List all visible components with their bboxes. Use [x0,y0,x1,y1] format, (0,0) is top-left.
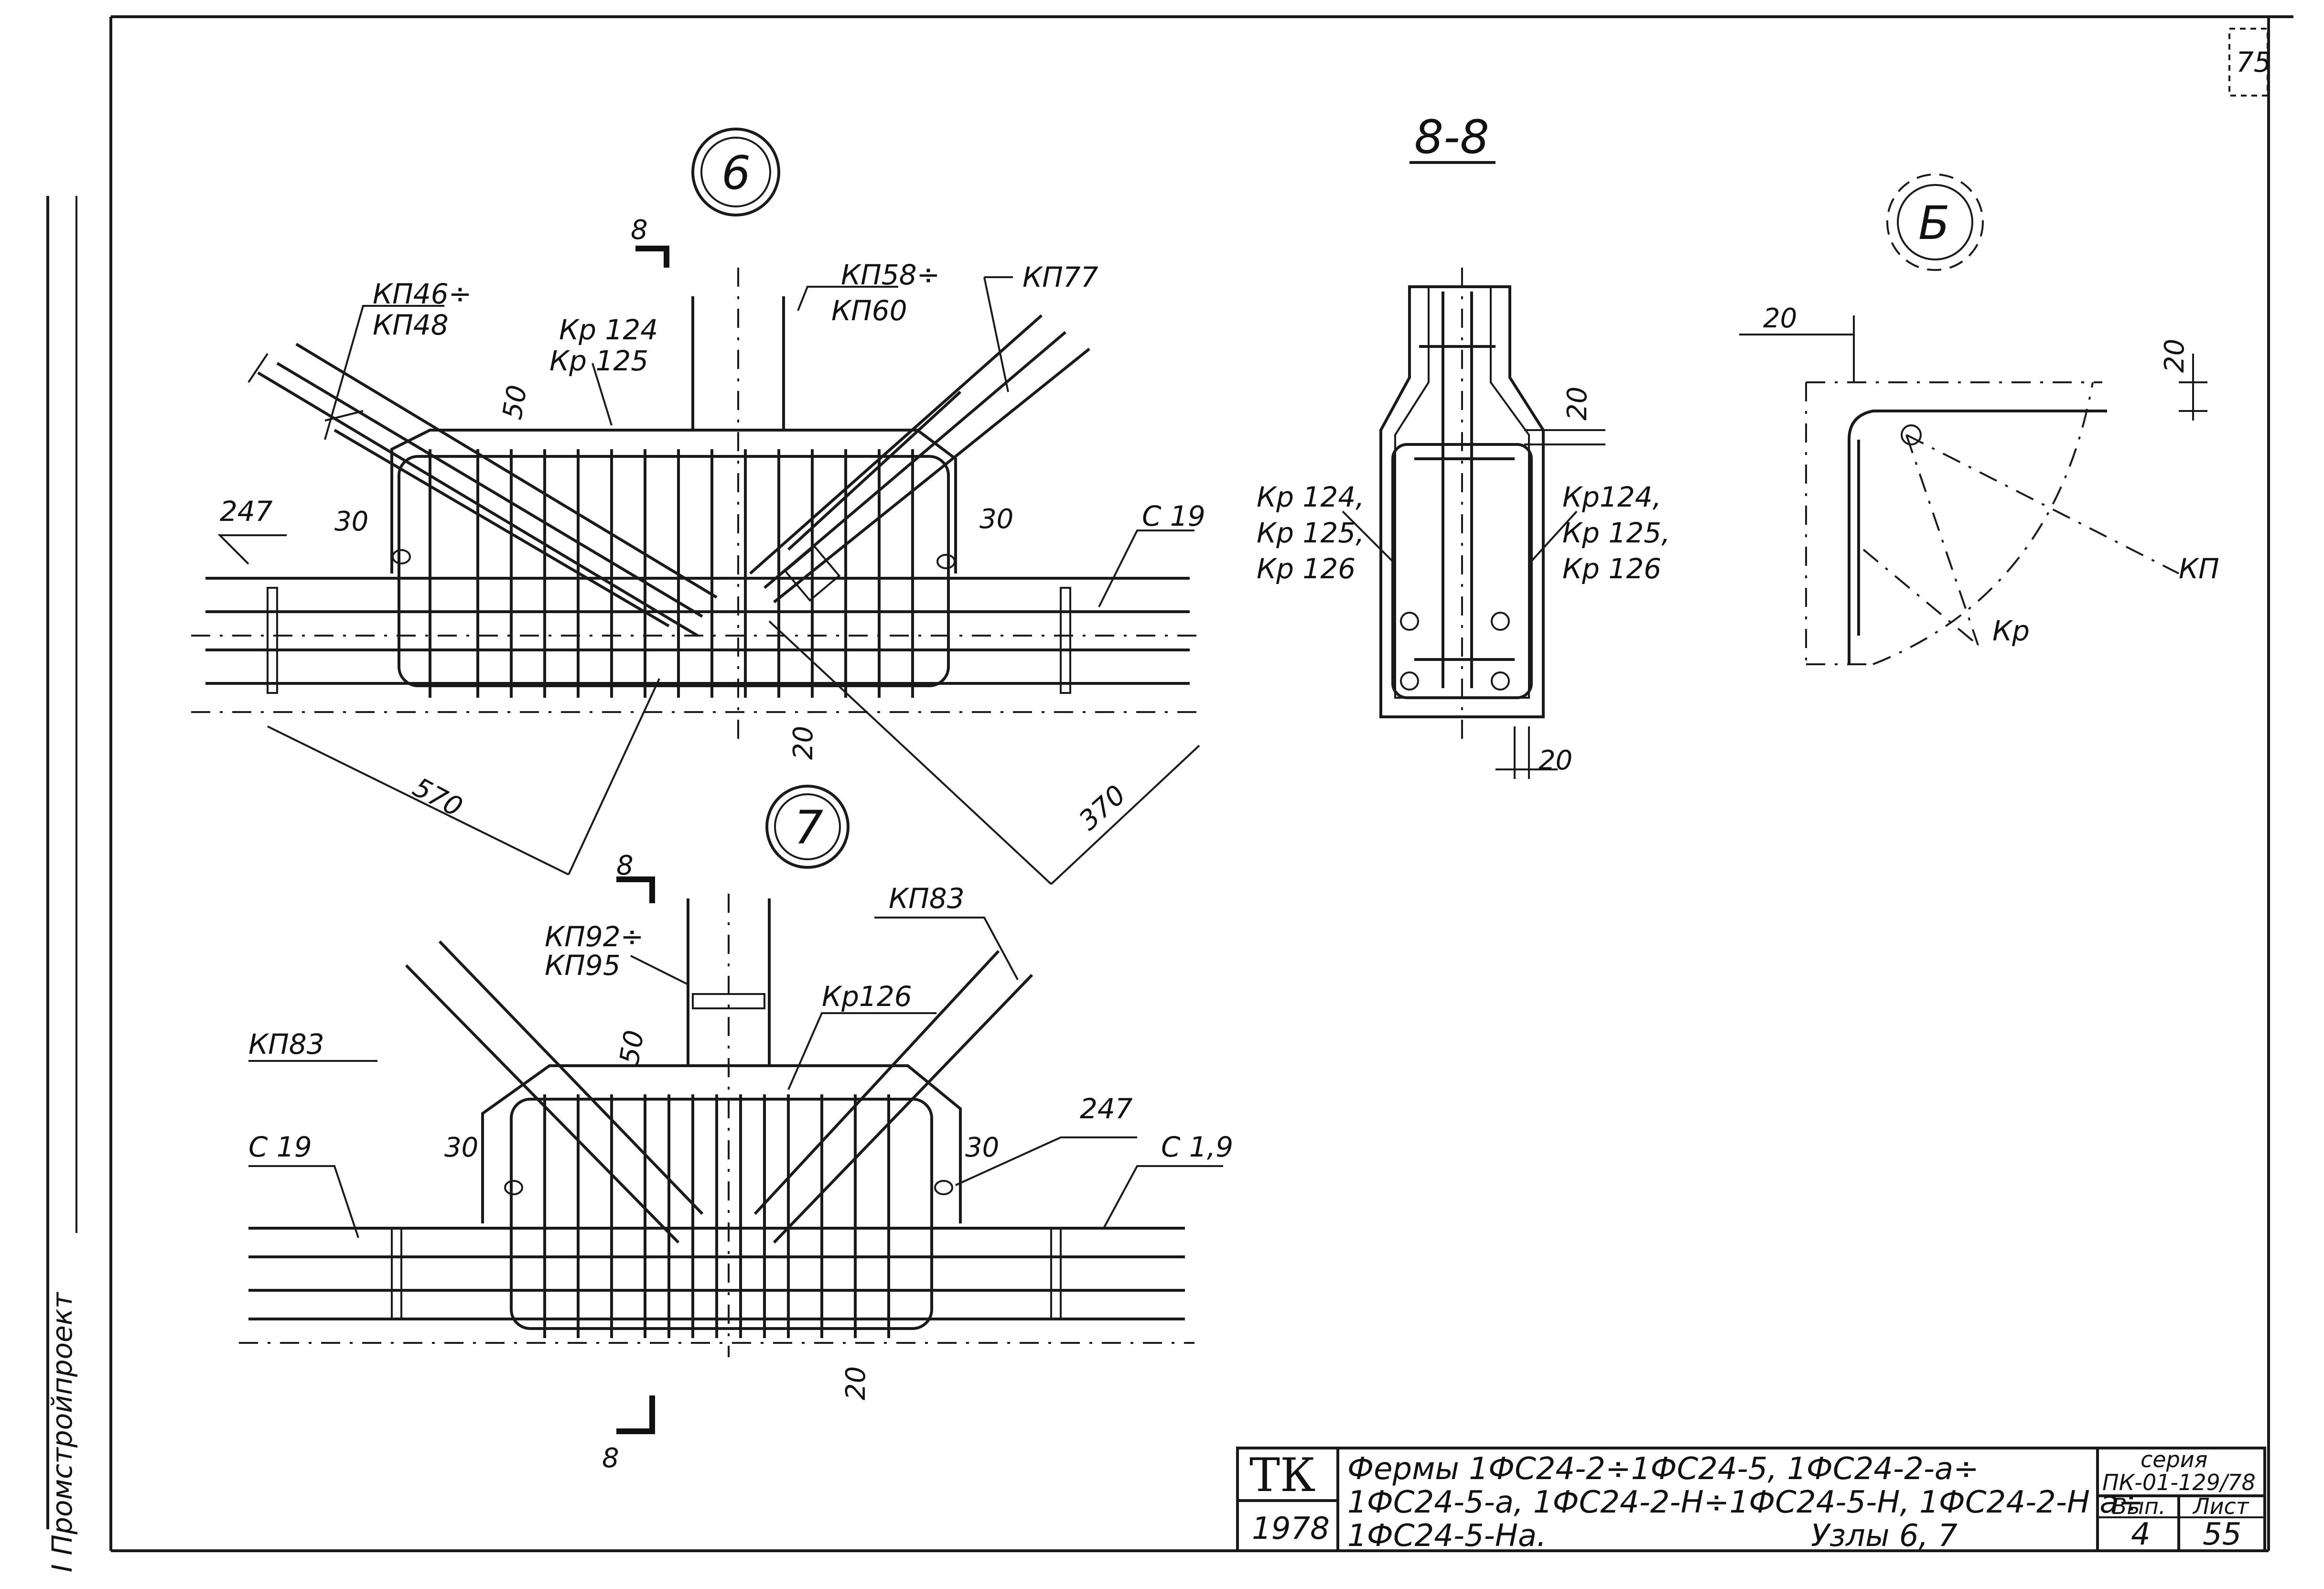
node-7-label-kp83-left: КП83 [248,1028,324,1060]
section-8-8-dim-20-top: 20 [1562,387,1593,421]
section-8-8-right-label-1: Кр124, [1562,481,1661,513]
node-7-dim-30-left: 30 [444,1132,478,1163]
node-7-label-kp126: Кр126 [822,980,912,1013]
node-b-dim-20-top: 20 [2159,339,2190,373]
node-6-dim-30-right: 30 [979,504,1013,535]
node-b-label-kr: Кр [1992,615,2030,647]
node-7-label-kp95: КП95 [545,949,621,982]
node-b-circle-label: Б [1918,196,1950,250]
node-6-dim-50: 50 [497,383,533,422]
node-6-label-kp77: КП77 [1022,261,1098,293]
section-8-8-dim-20-bottom: 20 [1539,745,1572,776]
node-7-leaders [248,917,1223,1238]
node-6-leaders [217,276,1194,607]
title-block-sheet-label: Лист [2192,1493,2249,1519]
node-6-label-kp124: Кр 124 [559,313,658,346]
node-6-dim-20: 20 [788,726,819,760]
node-7-drawing: 7 8 8 [239,785,1233,1474]
node-6-stirrups [429,449,914,698]
node-7-dim-50: 50 [614,1028,650,1067]
title-block-desc-1: Фермы 1ФС24-2÷1ФС24-5, 1ФС24-2-а÷ [1347,1451,1979,1487]
title-block-subject: Узлы 6, 7 [1811,1518,1958,1554]
node-b-label-kp: КП [2179,552,2219,585]
node-6-dim-30-left: 30 [334,506,368,537]
section-8-8-right-label-3: Кр 126 [1562,552,1661,585]
title-block-sheet-value: 55 [2203,1517,2241,1552]
node-7-label-kp83-top: КП83 [889,882,965,915]
title-block-year: 1978 [1252,1511,1330,1546]
section-8-8-left-label-1: Кр 124, [1257,481,1365,513]
section-8-8-drawing: 8-8 Кр 124, Кр 125, Кр 126 Кр124, Кр 125… [1257,110,1670,779]
node-7-section-mark-bottom: 8 [602,1443,619,1474]
node-6-dim-370: 370 [1073,779,1132,837]
title-block-issue-label: Вып. [2112,1493,2166,1519]
title-block-issue-value: 4 [2131,1517,2151,1552]
title-block-series-value: ПК-01-129/78 [2102,1470,2256,1495]
node-7-label-247: 247 [1080,1092,1133,1125]
node-6-label-247: 247 [220,495,273,528]
node-6-circle-label: 6 [721,146,751,200]
node-b-drawing: Б 20 20 КП Кр [1739,173,2219,665]
title-block-desc-2: 1ФС24-5-а, 1ФС24-2-Н÷1ФС24-5-Н, 1ФС24-2-… [1347,1485,2144,1520]
side-stamp: I Промстройпроект [46,1291,78,1572]
node-7-section-mark-top: 8 [616,850,634,881]
title-block-org: ТК [1249,1448,1315,1502]
node-6-label-kp46: КП46÷ [373,278,472,310]
node-6-label-kp125: Кр 125 [549,345,648,377]
title-block-desc-3: 1ФС24-5-На. [1347,1518,1547,1554]
node-7-dim-30-right: 30 [965,1132,999,1163]
sheet-frame: 75 I Промстройпроект [46,15,2293,1572]
title-block: ТК 1978 Фермы 1ФС24-2÷1ФС24-5, 1ФС24-2-а… [1236,1447,2266,1554]
node-6-label-kp48: КП48 [373,309,449,341]
node-6-dim-570: 570 [408,772,467,823]
node-7-stirrups [543,1094,890,1338]
node-7-dim-20: 20 [840,1366,872,1400]
section-8-8-left-label-2: Кр 125, [1257,517,1365,549]
node-7-label-c19-right: С 1,9 [1161,1131,1233,1163]
section-8-8-left-label-3: Кр 126 [1257,552,1356,585]
section-8-8-title: 8-8 [1414,110,1489,164]
section-8-8-right-label-2: Кр 125, [1562,517,1670,549]
node-6-label-kp60: КП60 [831,294,907,327]
node-7-label-kp92: КП92÷ [545,920,644,953]
node-6-label-kp58: КП58÷ [841,259,940,291]
title-block-series-label: серия [2141,1447,2207,1472]
node-7-circle-label: 7 [794,801,823,854]
node-6-drawing: 6 8 [191,128,1205,885]
node-6-label-c19: С 19 [1142,500,1205,532]
node-7-label-c19-left: С 19 [248,1131,312,1163]
page-number: 75 [2236,46,2271,78]
node-b-dim-20-left: 20 [1763,303,1797,334]
node-6-section-mark: 8 [631,215,648,246]
